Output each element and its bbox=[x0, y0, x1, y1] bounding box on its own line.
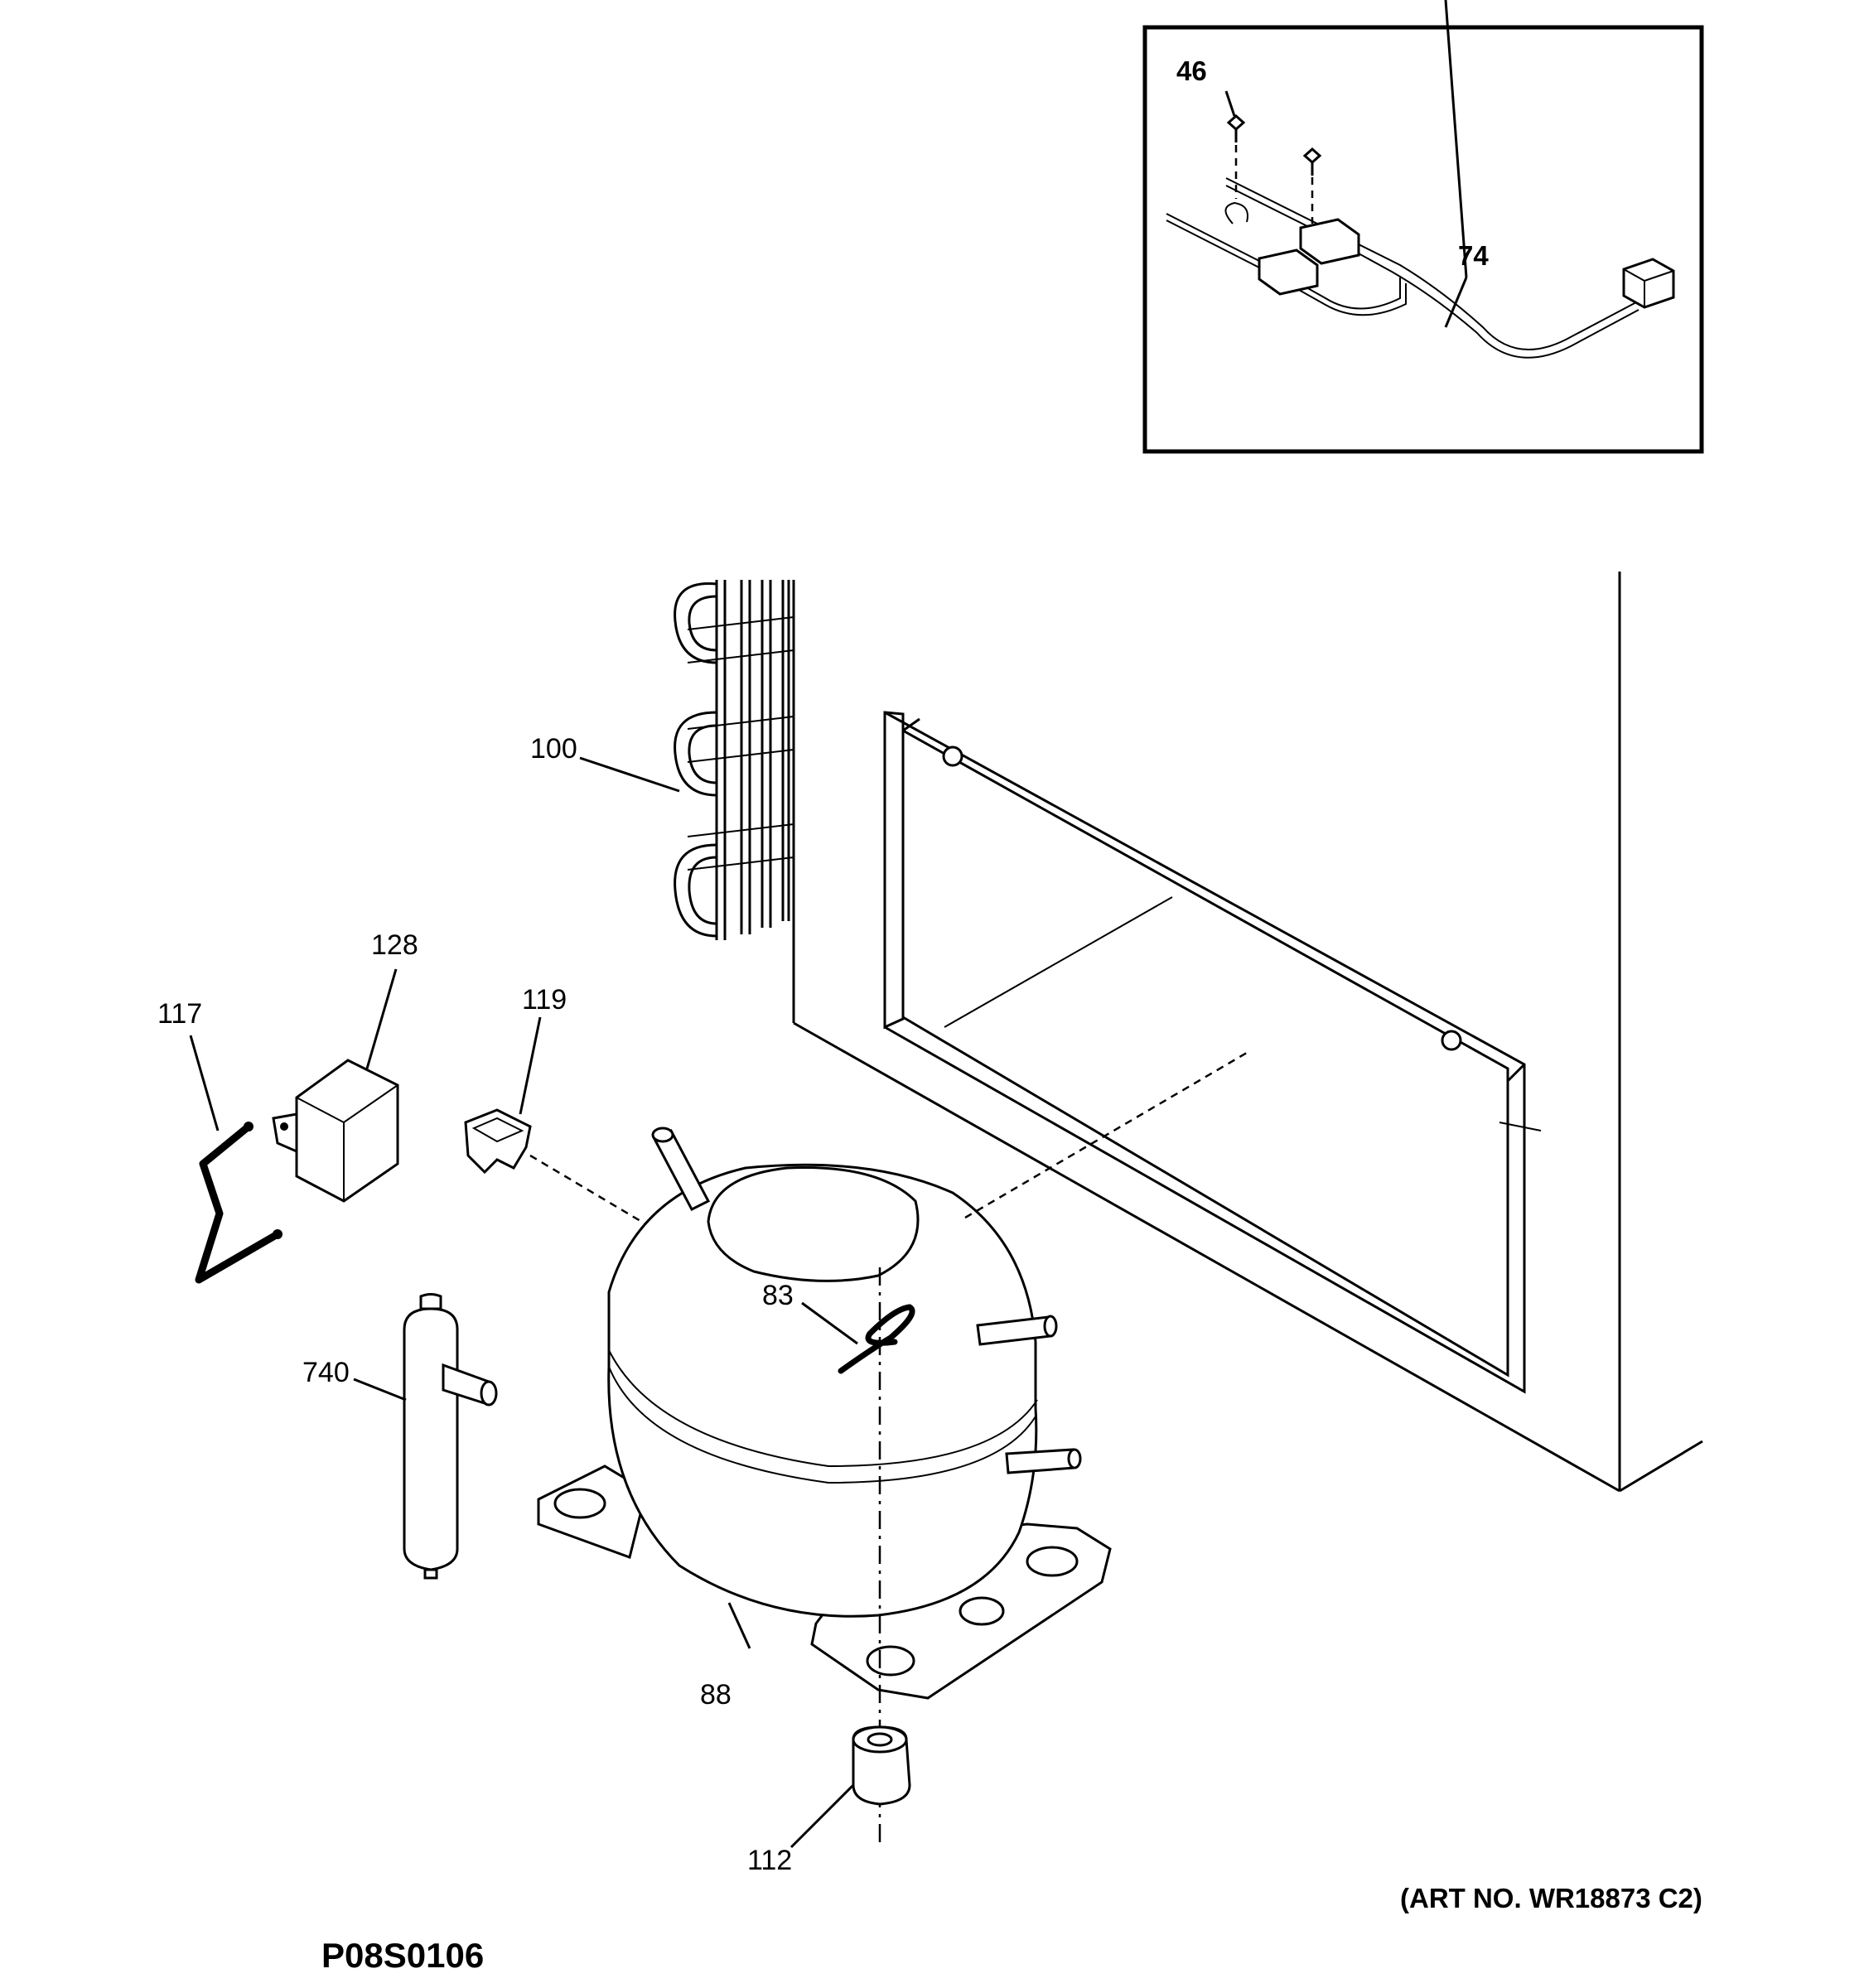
page-code: P08S0106 bbox=[321, 1936, 484, 1975]
callout-83: 83 bbox=[762, 1280, 794, 1311]
callout-117: 117 bbox=[157, 998, 202, 1030]
callout-112: 112 bbox=[747, 1845, 792, 1876]
wire-harness-74 bbox=[1166, 177, 1675, 359]
compressor-88: 88 bbox=[537, 1049, 1252, 1847]
wire-117: 117 bbox=[157, 998, 282, 1284]
condenser-100: 100 bbox=[530, 580, 794, 940]
callout-74: 74 bbox=[1458, 240, 1489, 271]
grommet-112: 112 bbox=[747, 1725, 911, 1876]
clip-119: 119 bbox=[464, 984, 664, 1236]
callout-740: 740 bbox=[302, 1357, 350, 1388]
callout-88: 88 bbox=[700, 1679, 732, 1711]
cabinet-outline bbox=[792, 572, 1703, 1493]
art-number: (ART NO. WR18873 C2) bbox=[1400, 1883, 1702, 1913]
drier-740: 740 bbox=[302, 1293, 498, 1580]
relay-128: 128 bbox=[272, 929, 418, 1203]
clip-83: 83 bbox=[762, 1280, 915, 1374]
callout-46: 46 bbox=[1176, 55, 1207, 86]
inset-wire-harness: 46 74 bbox=[1142, 0, 1704, 454]
screw-46-right bbox=[1302, 147, 1322, 224]
callout-100: 100 bbox=[530, 733, 577, 765]
callout-128: 128 bbox=[371, 929, 418, 961]
callout-119: 119 bbox=[522, 984, 567, 1016]
